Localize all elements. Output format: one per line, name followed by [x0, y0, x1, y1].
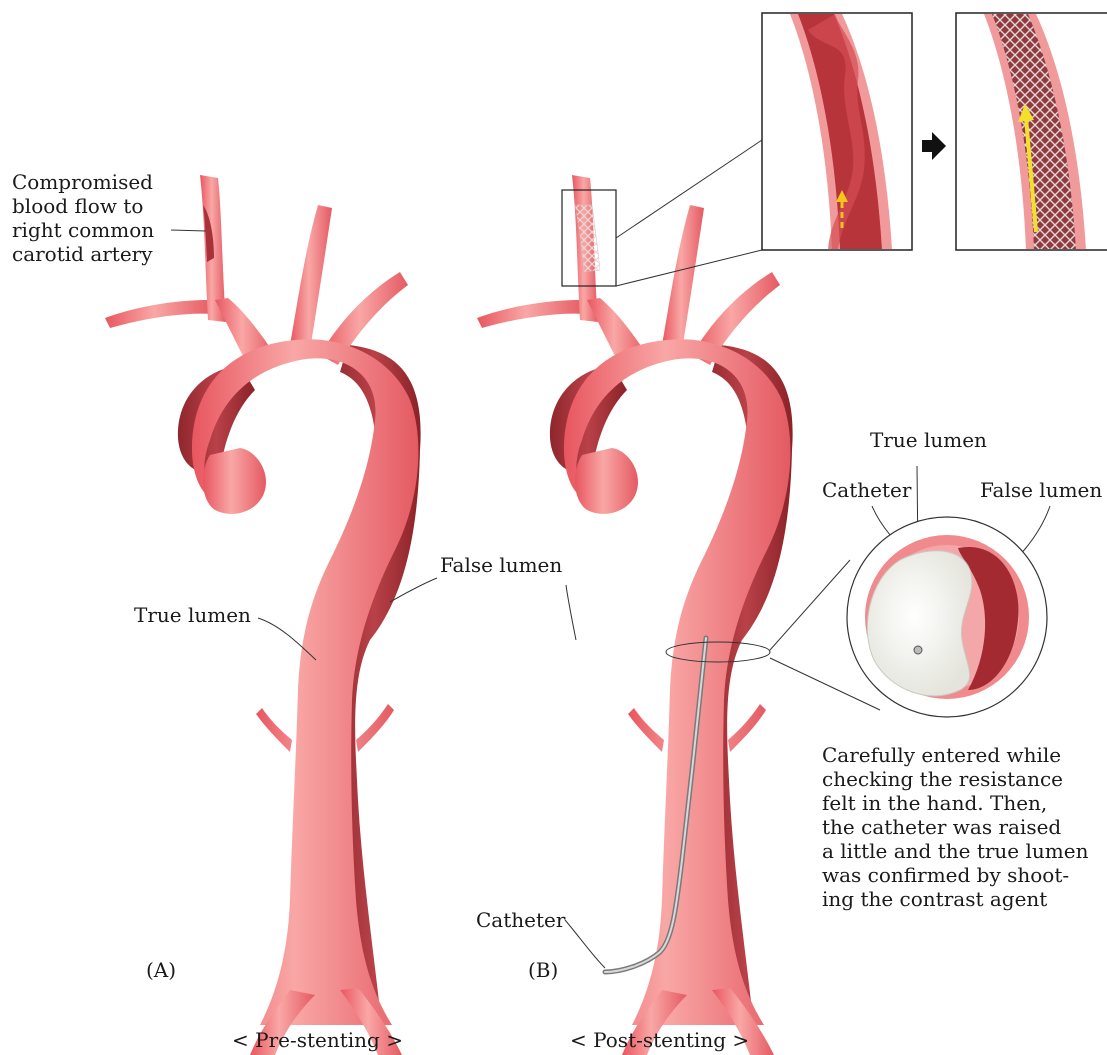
brachiocephalic-branch-a — [105, 300, 214, 328]
label-true-lumen-section: True lumen — [870, 428, 987, 452]
label-true-lumen-a: True lumen — [134, 603, 251, 627]
aortic-root-a — [203, 448, 266, 514]
label-compromised-flow: Compromised blood flow to right common c… — [12, 170, 154, 266]
brachiocephalic-branch-b — [477, 300, 586, 328]
note-line: a little and the true lumen — [822, 839, 1088, 863]
zoom-panel-before — [762, 13, 912, 250]
label-line: Compromised — [12, 170, 154, 194]
label-line: blood flow to — [12, 194, 154, 218]
cross-section — [847, 517, 1047, 717]
arrow-right-icon — [922, 132, 946, 160]
label-false-lumen-a: False lumen — [440, 553, 562, 577]
label-line: right common — [12, 218, 154, 242]
left-carotid-branch-a — [290, 205, 332, 350]
left-carotid-branch-b — [662, 205, 704, 350]
label-false-lumen-section: False lumen — [980, 478, 1102, 502]
note-line: was confirmed by shoot- — [822, 863, 1088, 887]
note-line: Carefully entered while — [822, 743, 1088, 767]
procedure-note: Carefully entered while checking the res… — [822, 743, 1088, 911]
label-panel-a: (A) — [146, 958, 176, 982]
label-line: carotid artery — [12, 242, 154, 266]
label-post-stenting: < Post-stenting > — [570, 1028, 749, 1052]
note-line: checking the resistance — [822, 767, 1088, 791]
aortic-root-b — [575, 448, 638, 514]
note-line: felt in the hand. Then, — [822, 791, 1088, 815]
label-pre-stenting: < Pre-stenting > — [232, 1028, 403, 1052]
label-panel-b: (B) — [528, 958, 558, 982]
label-catheter-section: Catheter — [822, 478, 911, 502]
label-catheter-b: Catheter — [476, 908, 565, 932]
note-line: the catheter was raised — [822, 815, 1088, 839]
note-line: ing the contrast agent — [822, 887, 1088, 911]
catheter-dot — [914, 646, 922, 654]
zoom-panel-after — [956, 13, 1107, 250]
